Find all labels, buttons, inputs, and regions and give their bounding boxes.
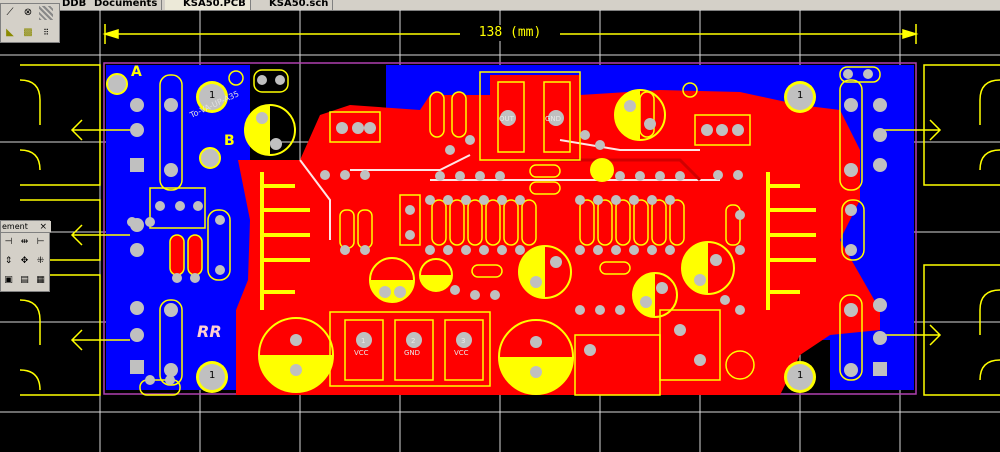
mount-hole-label: 1 — [209, 90, 216, 101]
pad-label-vcc-right: VCC — [454, 349, 469, 357]
spread-icon[interactable]: ⁜ — [36, 256, 45, 266]
panel-title: ement — [1, 221, 51, 233]
close-icon[interactable]: × — [39, 222, 47, 232]
dimension-label: 138 (mm) — [460, 25, 560, 41]
silk-mark-b: B — [224, 133, 235, 149]
pad-label-2: 2 — [411, 337, 416, 345]
line-tool-icon[interactable]: ⟋ — [6, 7, 14, 18]
group-icon[interactable]: ▣ — [4, 275, 13, 285]
pad-label-3: 3 — [461, 337, 466, 345]
right-connectors — [880, 64, 1000, 396]
pad-label-vcc-left: VCC — [354, 349, 369, 357]
room-icon[interactable]: ▤ — [20, 275, 29, 285]
grid-icon[interactable]: ▦ — [36, 275, 45, 285]
align-center-icon[interactable]: ⇹ — [20, 237, 29, 247]
pcb-board-drawing — [0, 10, 1000, 452]
drawing-toolbar: ⟋ ⊗ ◣ ▩ ⠿ — [0, 3, 60, 43]
mount-hole-label: 1 — [797, 370, 804, 381]
pads — [127, 69, 887, 385]
array-tool-icon[interactable]: ⠿ — [43, 28, 49, 37]
pad-label-out: OUT — [499, 115, 514, 123]
top-copper — [236, 75, 880, 395]
tab-ksa50-pcb[interactable]: KSA50.PCB — [165, 0, 251, 10]
left-connectors — [19, 64, 130, 396]
mount-hole-label: 1 — [209, 370, 216, 381]
pcb-canvas[interactable]: A B RR To-VA-UP-A35 1 VCC 2 GND 3 VCC OU… — [0, 10, 1000, 452]
align-right-icon[interactable]: ⊢ — [36, 237, 45, 247]
dimension-line — [102, 24, 919, 44]
hatch-tool-icon[interactable] — [39, 6, 53, 20]
tab-ddb[interactable]: DDB — [58, 0, 92, 10]
silk-mark-a: A — [131, 64, 142, 80]
fill-tool-icon[interactable]: ▩ — [23, 27, 33, 38]
tab-documents[interactable]: Documents — [90, 0, 163, 10]
pad-label-top-gnd: GND — [545, 115, 562, 123]
cross-tool-icon[interactable]: ⊗ — [23, 7, 33, 18]
pad-label-gnd: GND — [404, 349, 421, 357]
move-icon[interactable]: ✥ — [20, 256, 29, 266]
polygon-tool-icon[interactable]: ◣ — [6, 27, 14, 38]
component-outlines — [139, 66, 881, 396]
distribute-vertical-icon[interactable]: ⇕ — [4, 256, 13, 266]
align-left-icon[interactable]: ⊣ — [4, 237, 13, 247]
mount-hole-label: 1 — [797, 90, 804, 101]
placement-tools-panel: ement × ⊣ ⇹ ⊢ ⇕ ✥ ⁜ ▣ ▤ ▦ — [0, 220, 51, 292]
silk-logo-rr: RR — [197, 322, 222, 341]
pad-label-1: 1 — [361, 337, 366, 345]
tab-ksa50-sch[interactable]: KSA50.sch — [255, 0, 334, 10]
mount-holes — [106, 73, 816, 393]
